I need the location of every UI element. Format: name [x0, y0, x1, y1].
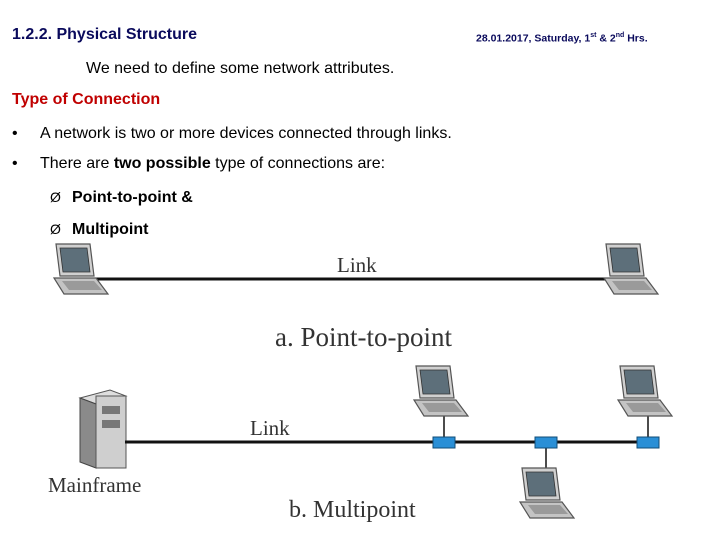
- laptop-icon: [53, 243, 109, 295]
- bullet-item: • A network is two or more devices connec…: [12, 125, 452, 143]
- laptop-icon: [413, 365, 469, 417]
- date-prefix: 28.01.2017, Saturday, 1: [476, 32, 591, 45]
- laptop-icon: [603, 243, 659, 295]
- date-suffix: Hrs.: [624, 32, 648, 45]
- bullet-symbol: •: [12, 155, 18, 172]
- date-mid: & 2: [596, 32, 616, 45]
- link-label: Link: [250, 416, 290, 440]
- bullet-text-post: type of connections are:: [210, 155, 386, 172]
- arrow-bullet-icon: Ø: [50, 221, 61, 237]
- laptop-icon: [519, 467, 575, 519]
- page-title: 1.2.2. Physical Structure: [12, 26, 197, 43]
- bullet-text-bold: two possible: [113, 155, 211, 172]
- link-label: Link: [337, 253, 377, 277]
- tap-connector: [534, 436, 558, 449]
- connection-diagram: Link a. Point-to-point Link Mainframe b.…: [48, 243, 673, 523]
- section-heading: Type of Connection: [12, 91, 161, 108]
- mainframe-icon: [78, 389, 128, 469]
- point-to-point-caption: a. Point-to-point: [275, 322, 452, 352]
- date-stamp: 28.01.2017, Saturday, 1st & 2nd Hrs.: [476, 32, 648, 45]
- sub-item-label: Point-to-point &: [72, 189, 193, 206]
- date-sup-first: st: [590, 32, 597, 39]
- sub-item-label: Multipoint: [72, 221, 149, 238]
- intro-text: We need to define some network attribute…: [86, 60, 395, 77]
- mainframe-label: Mainframe: [48, 473, 141, 497]
- bullet-symbol: •: [12, 125, 18, 142]
- date-sup-second: nd: [615, 32, 625, 39]
- bullet-text: A network is two or more devices connect…: [40, 125, 452, 142]
- bullet-item: • There are two possible type of connecti…: [12, 155, 385, 173]
- sub-item-multipoint: Ø Multipoint: [50, 221, 148, 239]
- tap-connector: [432, 436, 456, 449]
- sub-item-point-to-point: Ø Point-to-point &: [50, 189, 193, 207]
- laptop-icon: [617, 365, 673, 417]
- tap-connector: [636, 436, 660, 449]
- arrow-bullet-icon: Ø: [50, 189, 61, 205]
- multipoint-caption: b. Multipoint: [289, 497, 416, 523]
- bullet-text-pre: There are: [40, 155, 114, 172]
